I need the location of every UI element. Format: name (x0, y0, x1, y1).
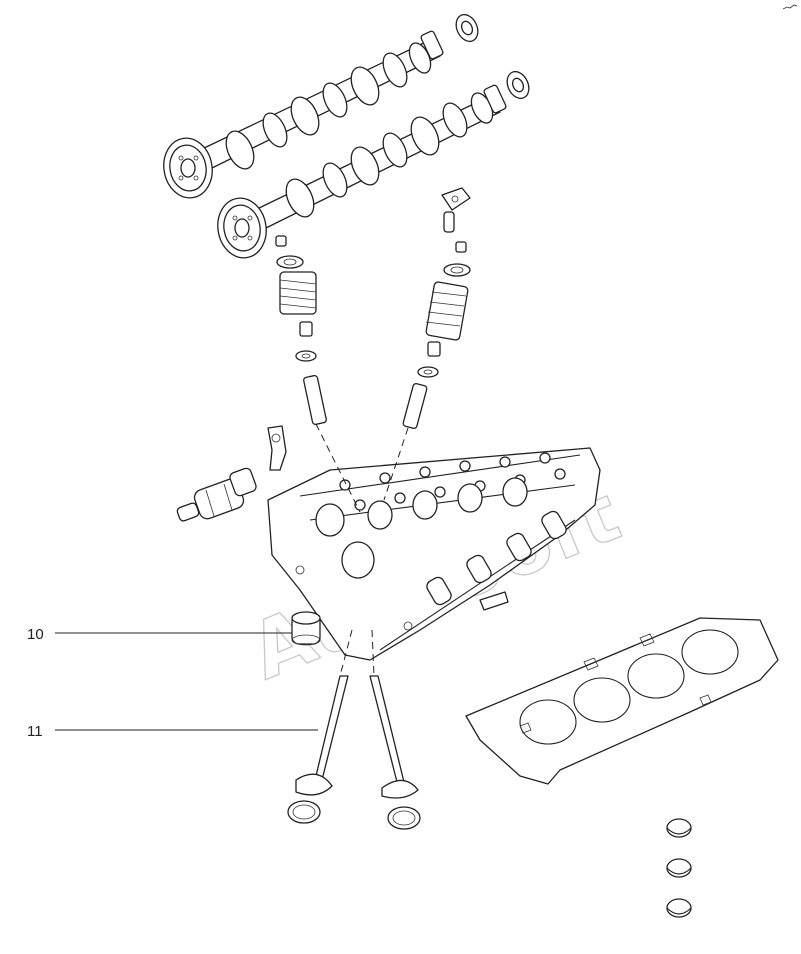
callout-label-11: 11 (27, 723, 43, 740)
intake-camshaft (199, 30, 444, 170)
assembly-guide-lines (315, 423, 409, 677)
valve-left (295, 675, 349, 796)
valve-train-left (275, 235, 327, 426)
camshaft-journals (315, 477, 528, 579)
valve-guide-left (303, 374, 327, 426)
callout-11: 11 (27, 723, 318, 740)
valve-lifter (291, 611, 321, 646)
expansion-plug-2 (666, 858, 692, 878)
intake-ports (426, 510, 567, 606)
valve-seat-left (287, 800, 321, 824)
rocker-arm (441, 187, 471, 211)
callout-label-10: 10 (27, 626, 44, 643)
valve-train-right (402, 187, 471, 430)
cylinder-head (267, 447, 601, 661)
oil-control-valve (176, 467, 257, 522)
camshaft-sprocket-lower (217, 197, 267, 259)
expansion-plug-3 (666, 898, 692, 918)
expansion-plug-1 (666, 818, 692, 838)
valve-right (369, 675, 419, 799)
hydraulic-lash-adjuster (443, 211, 455, 233)
camshaft-sprocket-upper (163, 137, 213, 199)
camshaft-bearing-cap-lower (506, 70, 530, 100)
exhaust-camshaft (254, 84, 507, 229)
mounting-bracket (267, 425, 287, 471)
cylinder-head-gasket (465, 617, 779, 785)
valve-spring-left (279, 271, 317, 315)
camshaft-bearing-cap-upper (455, 13, 479, 43)
corner-mark (782, 4, 798, 10)
valve-spring-right (425, 281, 469, 341)
callout-10: 10 (27, 626, 292, 643)
valve-seat-right (387, 806, 421, 830)
cylinder-head-bolts (339, 452, 566, 511)
valve-guide-right (402, 382, 428, 430)
